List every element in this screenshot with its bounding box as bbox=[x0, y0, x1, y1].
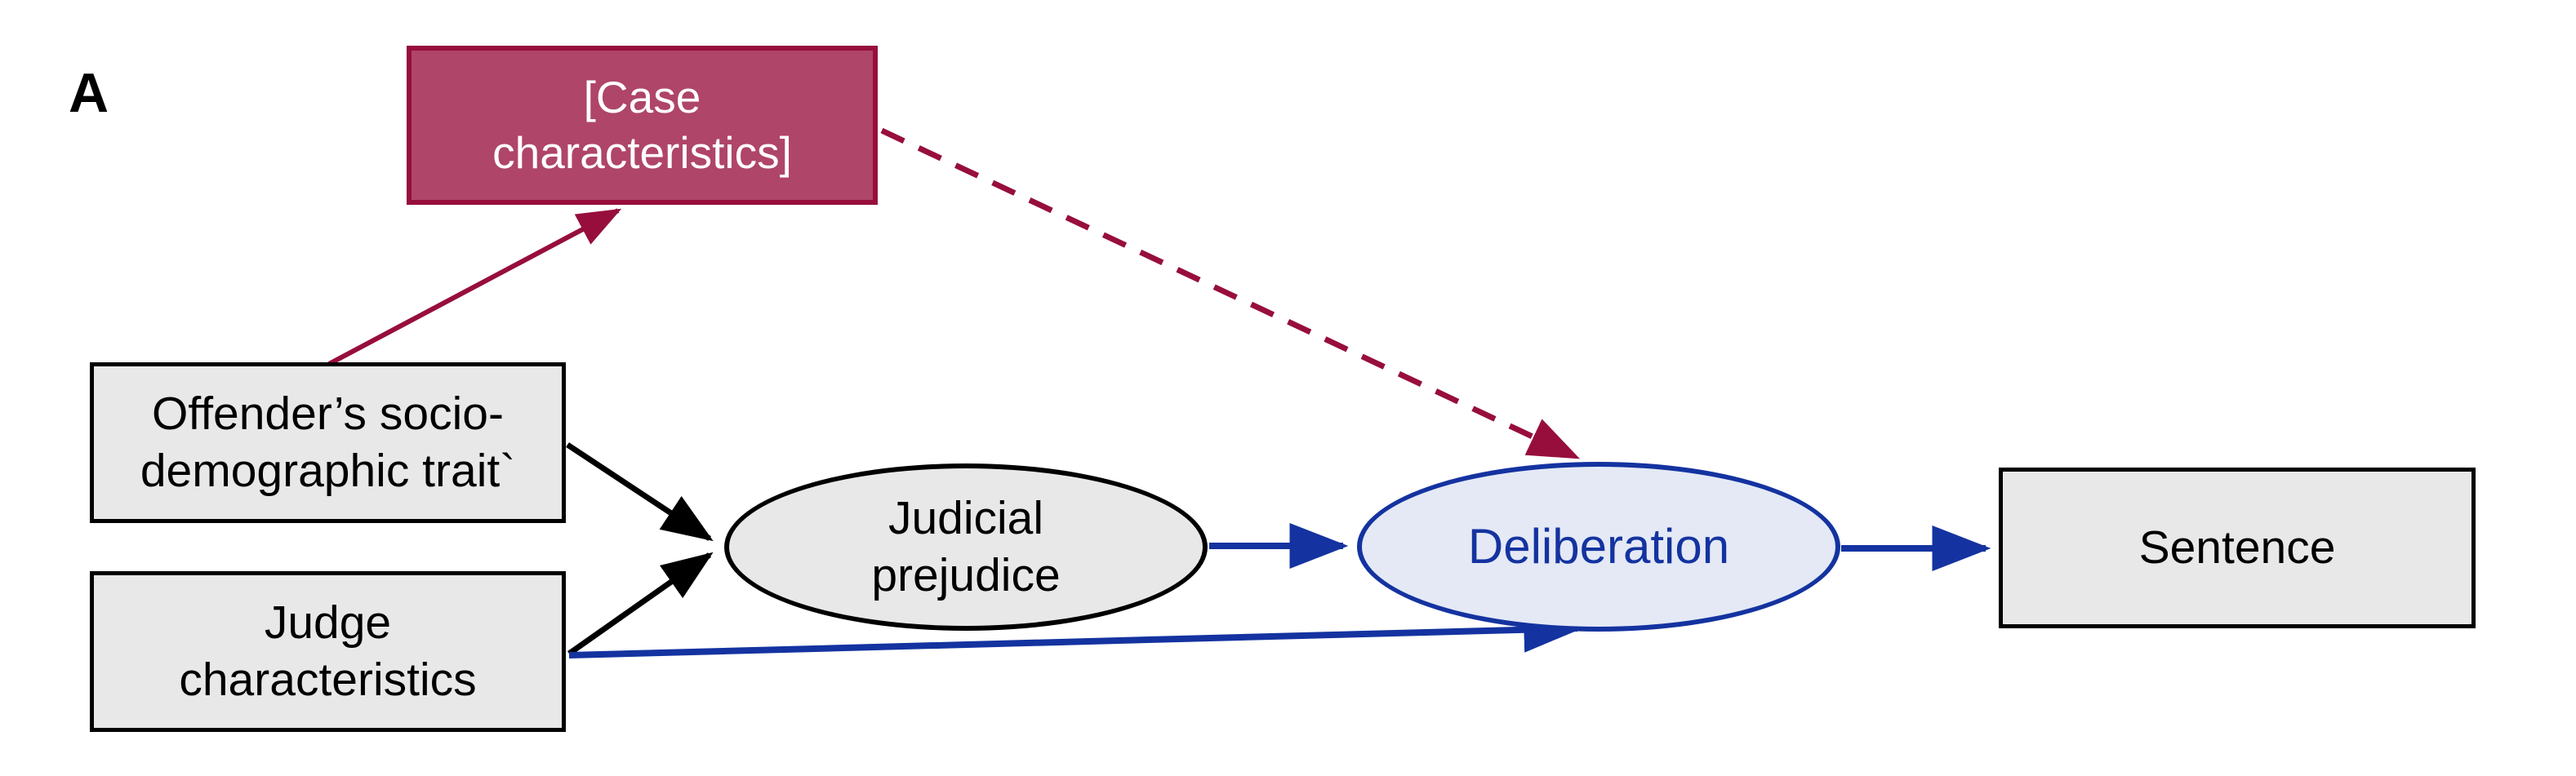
node-case-label: [Case characteristics] bbox=[492, 70, 792, 180]
edge-judge-to-deliberation bbox=[568, 606, 1583, 658]
node-judicial-line1: Judicial bbox=[888, 491, 1044, 544]
node-offender-line2: demographic trait` bbox=[140, 444, 516, 497]
node-case-line2: characteristics] bbox=[492, 126, 792, 178]
edge-offender-to-judicial-prejudice bbox=[566, 442, 714, 542]
node-judge-line1: Judge bbox=[264, 596, 392, 649]
node-judicial-line2: prejudice bbox=[871, 548, 1061, 601]
node-offender-traits: Offender’s socio- demographic trait` bbox=[90, 362, 566, 523]
node-judge-label: Judge characteristics bbox=[179, 595, 476, 708]
node-judge-line2: characteristics bbox=[179, 653, 477, 706]
node-deliberation: Deliberation bbox=[1357, 462, 1840, 632]
panel-label: A bbox=[69, 62, 109, 124]
node-sentence-label: Sentence bbox=[2138, 521, 2336, 574]
node-offender-label: Offender’s socio- demographic trait` bbox=[140, 386, 515, 499]
node-judge-characteristics: Judge characteristics bbox=[90, 571, 566, 732]
node-offender-line1: Offender’s socio- bbox=[152, 387, 504, 440]
node-case-characteristics: [Case characteristics] bbox=[407, 46, 878, 205]
node-sentence: Sentence bbox=[1999, 468, 2476, 628]
edge-judge-to-judicial-prejudice bbox=[567, 552, 714, 656]
node-judicial-label: Judicial prejudice bbox=[871, 490, 1060, 604]
edge-case-to-deliberation bbox=[880, 127, 1581, 460]
node-deliberation-label: Deliberation bbox=[1467, 519, 1730, 574]
edge-offender-to-case bbox=[327, 208, 622, 366]
node-case-line1: [Case bbox=[583, 72, 701, 123]
node-judicial-prejudice: Judicial prejudice bbox=[724, 463, 1208, 631]
